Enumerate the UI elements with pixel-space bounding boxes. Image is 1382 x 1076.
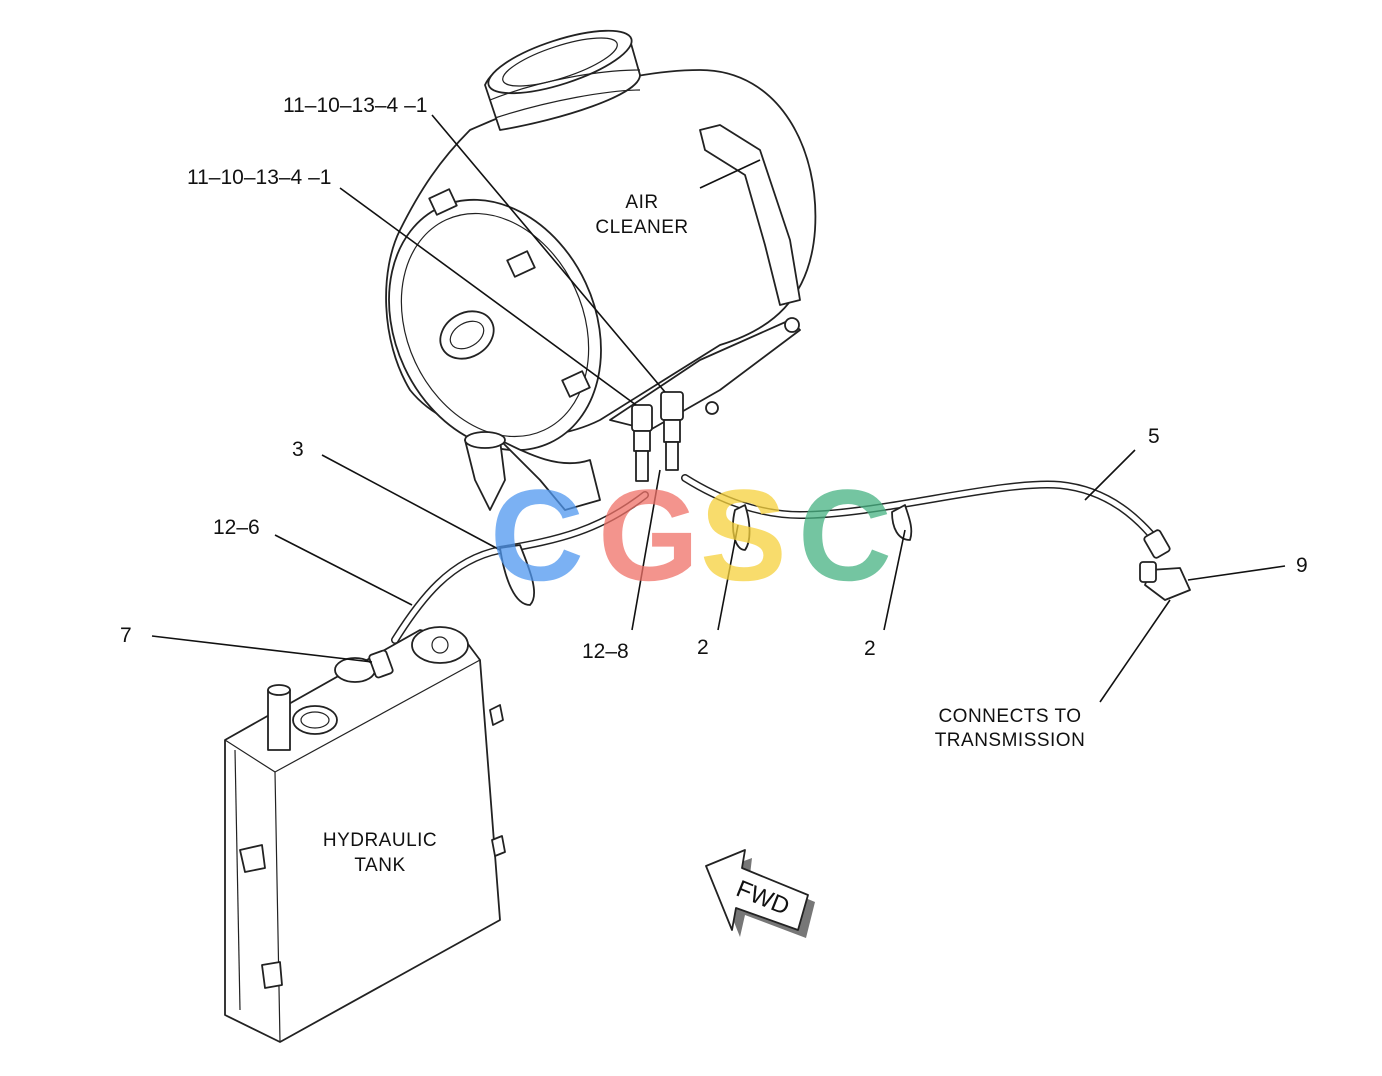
hydraulic-tank-drawing (224, 626, 506, 1043)
leader-lines (151, 114, 1286, 703)
air-cleaner-drawing (385, 29, 817, 511)
callout-12-8: 12–8 (582, 640, 629, 663)
callout-2-right: 2 (864, 637, 876, 660)
callout-3: 3 (292, 438, 304, 461)
hydraulic-tank-label-line1: HYDRAULIC (323, 830, 437, 851)
callout-12-6: 12–6 (213, 516, 260, 539)
fitting-right (660, 391, 684, 471)
air-cleaner-label-line1: AIR (625, 192, 658, 213)
fitting-left (631, 404, 653, 482)
watermark-letter-c1: C (490, 462, 584, 608)
callout-5: 5 (1148, 425, 1160, 448)
clip-3 (499, 544, 535, 606)
connects-label-line2: TRANSMISSION (935, 730, 1086, 751)
callout-11-10-13-4-1-lower: 11–10–13–4 –1 (187, 166, 331, 189)
watermark-letter-g: G (598, 462, 699, 608)
connects-label-line1: CONNECTS TO (938, 706, 1081, 727)
clip-2a (732, 504, 751, 551)
watermark-letter-s: S (700, 462, 787, 608)
callout-9: 9 (1296, 554, 1308, 577)
hydraulic-tank-label-line2: TANK (354, 855, 405, 876)
clip-2b (891, 504, 913, 541)
callout-2-left: 2 (697, 636, 709, 659)
air-cleaner-label-line2: CLEANER (595, 217, 688, 238)
watermark-letter-c2: C (798, 462, 892, 608)
transmission-fitting (1139, 529, 1191, 601)
cgsc-watermark: C G S C (490, 462, 892, 608)
callout-11-10-13-4-1-upper: 11–10–13–4 –1 (283, 94, 427, 117)
callout-7: 7 (120, 624, 132, 647)
fwd-arrow: FWD (705, 849, 815, 938)
hose-12-8 (681, 474, 1164, 549)
